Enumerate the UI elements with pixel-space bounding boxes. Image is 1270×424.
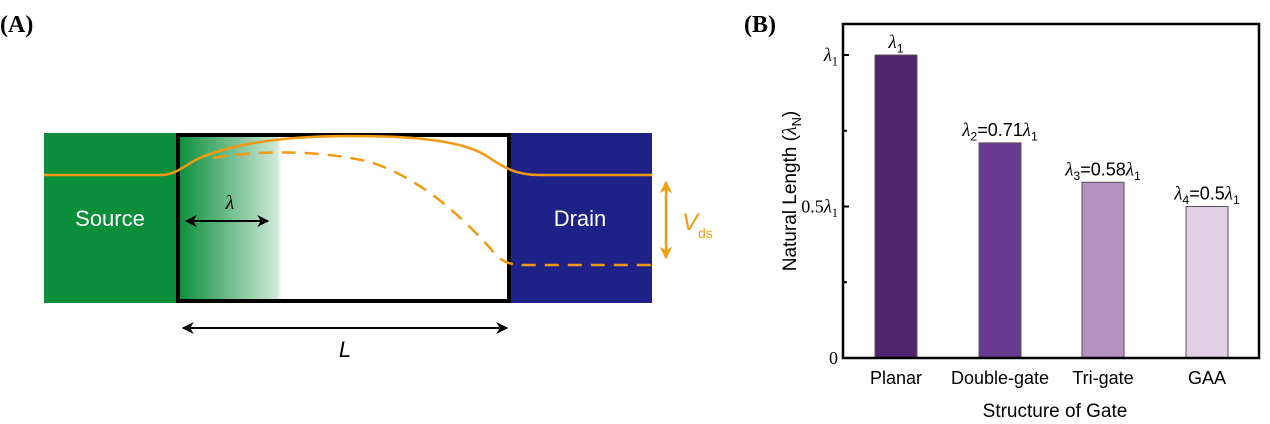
source-region	[44, 133, 178, 303]
y-tick-subscript: 1	[832, 55, 838, 69]
length-label: L	[339, 337, 351, 362]
data-label-subscript: 1	[1031, 129, 1038, 143]
bar-planar	[874, 54, 918, 359]
panel-b-label: (B)	[744, 12, 776, 38]
y-axis-label: Natural Length (λN)	[779, 111, 804, 272]
potential-curve-dashed	[212, 151, 652, 267]
y-axis-label-close: )	[780, 111, 801, 117]
data-label-symbol: λ	[1064, 159, 1073, 180]
plot-frame	[841, 22, 1261, 360]
y-tick-subscript: 1	[832, 206, 838, 220]
data-label-subscript: 3	[1073, 169, 1080, 183]
x-tick-label: GAA	[1188, 368, 1226, 388]
y-tick-symbol: λ	[823, 45, 832, 66]
vds-label-sub: ds	[698, 225, 713, 241]
potential-curve-solid	[44, 134, 652, 177]
data-label-symbol: λ	[888, 32, 897, 53]
data-label-subscript: 1	[1233, 193, 1240, 207]
data-label: λ2=0.71λ1	[961, 120, 1038, 144]
y-tick-label: 0	[829, 348, 838, 368]
data-label-value: =0.71	[977, 120, 1023, 140]
data-label-symbol: λ	[1173, 184, 1182, 205]
vds-label-main: V	[682, 209, 700, 236]
data-label-value: =0.5	[1189, 184, 1225, 204]
y-axis-label-subscript: N	[789, 117, 804, 126]
y-tick-label: λ1	[823, 45, 838, 69]
panel-a-label: (A)	[0, 12, 33, 38]
transistor-diagram: Source Drain λ L Vds	[44, 133, 713, 362]
drain-label: Drain	[554, 206, 607, 231]
x-axis-label: Structure of Gate	[983, 401, 1128, 422]
data-label-subscript: 2	[970, 129, 977, 143]
drain-region	[508, 133, 652, 303]
y-axis-label-symbol: λ	[779, 126, 801, 136]
source-label: Source	[75, 206, 145, 231]
y-axis-label-text: Natural Length (	[780, 134, 801, 271]
bar-double-gate	[978, 142, 1022, 359]
bar-tri-gate	[1081, 181, 1125, 359]
data-label: λ4=0.5λ1	[1173, 184, 1240, 208]
data-label-symbol: λ	[1125, 159, 1134, 180]
data-label: λ1	[888, 32, 904, 56]
y-tick-symbol: λ	[823, 197, 832, 218]
data-label-subscript: 4	[1182, 193, 1189, 207]
data-label-subscript: 1	[897, 42, 904, 56]
y-tick-label: 0.5λ1	[801, 197, 838, 221]
data-label-symbol: λ	[961, 120, 970, 141]
x-tick-label: Double-gate	[951, 368, 1049, 388]
x-tick-label: Planar	[870, 368, 922, 388]
y-tick-text: 0.5	[801, 197, 824, 217]
data-label-value: =0.58	[1080, 159, 1126, 179]
y-axis-label-group: Natural Length (λN)	[779, 111, 804, 272]
data-label-symbol: λ	[1022, 120, 1031, 141]
vds-label: Vds	[682, 209, 713, 241]
bar-chart: λ1Planarλ2=0.71λ1Double-gateλ3=0.58λ1Tri…	[779, 22, 1261, 422]
bar-gaa	[1185, 206, 1229, 359]
data-label: λ3=0.58λ1	[1064, 159, 1141, 183]
y-tick-text: 0	[829, 348, 838, 368]
data-label-subscript: 1	[1134, 169, 1141, 183]
lambda-label: λ	[225, 192, 235, 214]
x-tick-label: Tri-gate	[1072, 368, 1133, 388]
data-label-symbol: λ	[1224, 184, 1233, 205]
